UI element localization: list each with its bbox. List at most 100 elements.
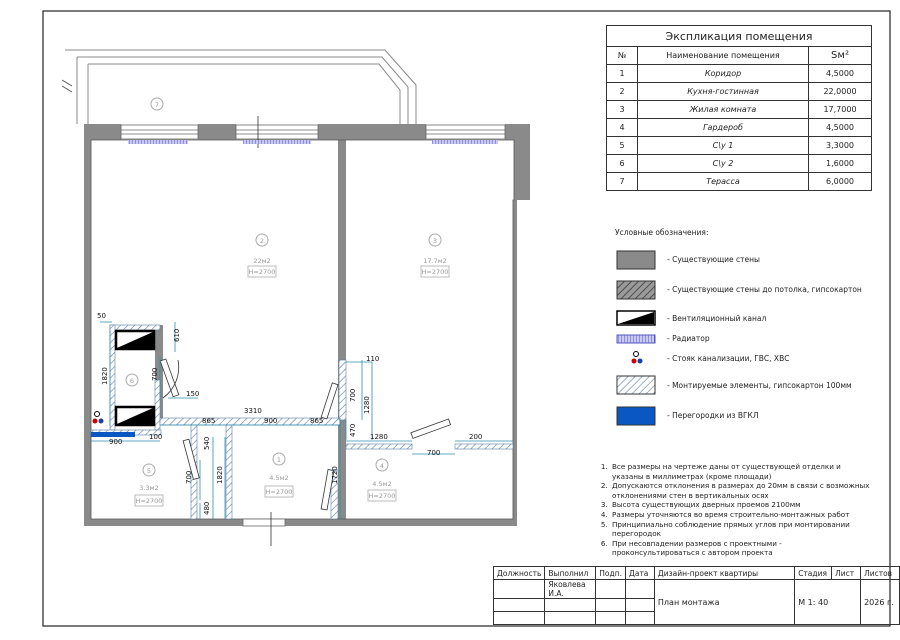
legend-label: - Стояк канализации, ГВС, ХВС — [667, 354, 790, 363]
doors — [159, 358, 452, 511]
stamp-stage-label: Стадия — [794, 566, 833, 580]
stamp-empty — [595, 598, 626, 612]
svg-text:H=2700: H=2700 — [422, 268, 449, 276]
row-name: Коридор — [637, 64, 809, 83]
legend-label: - Перегородки из ВГКЛ — [667, 411, 759, 420]
stamp-role-label: Должность — [492, 566, 546, 580]
col-num-header: № — [606, 46, 638, 65]
svg-text:H=2700: H=2700 — [136, 497, 163, 505]
svg-text:150: 150 — [186, 390, 199, 398]
row-name: Кухня-гостинная — [637, 82, 809, 101]
row-area: 6,0000 — [808, 172, 872, 191]
svg-text:1720: 1720 — [331, 466, 339, 484]
terrace — [61, 49, 417, 124]
stamp-scale: М 1: 40 — [794, 579, 862, 625]
legend-item: - Существующие стены — [615, 255, 760, 264]
room-tag-4: 4 4.5м2 H=2700 — [367, 458, 397, 502]
row-num: 2 — [606, 82, 638, 101]
legend-label: - Существующие стены до потолка, гипсока… — [667, 285, 862, 294]
room-tag-2: 2 22м2 H=2700 — [247, 233, 277, 278]
svg-text:110: 110 — [366, 355, 379, 363]
legend-label: - Монтируемые элементы, гипсокартон 100м… — [667, 381, 852, 390]
row-num: 7 — [606, 172, 638, 191]
note-item: Все размеры на чертеже даны от существую… — [610, 462, 870, 481]
svg-text:3.3м2: 3.3м2 — [139, 484, 158, 492]
svg-text:865: 865 — [310, 417, 323, 425]
row-area: 4,5000 — [808, 64, 872, 83]
row-num: 3 — [606, 100, 638, 119]
legend-title: Условные обозначения: — [615, 228, 709, 237]
legend-item: - Монтируемые элементы, гипсокартон 100м… — [615, 381, 852, 390]
stamp-empty — [492, 611, 546, 625]
svg-text:3: 3 — [433, 237, 437, 245]
stamp-empty — [624, 579, 655, 599]
svg-text:2: 2 — [260, 237, 264, 245]
stamp-sheet-label: Лист — [831, 566, 862, 580]
note-item: Размеры уточняются во время строительно-… — [610, 510, 870, 520]
svg-text:700: 700 — [349, 389, 357, 402]
note-item: При несовпадении размеров с проектными -… — [610, 539, 870, 558]
row-num: 5 — [606, 136, 638, 155]
svg-text:100: 100 — [149, 433, 162, 441]
explication-table: Экспликация помещения № Наименование пом… — [606, 25, 872, 191]
stamp-sign-label: Подп. — [595, 566, 626, 580]
svg-text:610: 610 — [173, 329, 181, 342]
svg-text:5: 5 — [147, 467, 151, 475]
stamp-empty — [624, 611, 655, 625]
stamp-empty — [492, 579, 546, 599]
wall-outlines — [90, 139, 515, 520]
legend-item: - Радиатор — [615, 334, 710, 343]
svg-text:H=2700: H=2700 — [369, 492, 396, 500]
col-name-header: Наименование помещения — [637, 46, 809, 65]
svg-text:540: 540 — [203, 437, 211, 450]
stamp-empty — [544, 598, 597, 612]
row-area: 22,0000 — [808, 82, 872, 101]
dimension-labels: 50 610 1820 700 150 865 3310 900 865 110… — [97, 312, 482, 515]
vent-channels — [114, 329, 156, 427]
room-tag-7: 7 — [150, 97, 164, 111]
svg-text:1820: 1820 — [216, 466, 224, 484]
row-name: Жилая комната — [637, 100, 809, 119]
room-tag-5: 5 3.3м2 H=2700 — [134, 463, 164, 507]
existing-walls — [84, 124, 530, 526]
svg-text:50: 50 — [97, 312, 106, 320]
svg-text:7: 7 — [155, 101, 159, 109]
svg-text:6: 6 — [130, 377, 134, 385]
row-name: Гардероб — [637, 118, 809, 137]
row-area: 4,5000 — [808, 118, 872, 137]
row-name: С\у 2 — [637, 154, 809, 173]
svg-text:1820: 1820 — [101, 367, 109, 385]
row-area: 17,7000 — [808, 100, 872, 119]
svg-text:1280: 1280 — [370, 433, 388, 441]
stamp-empty — [544, 611, 597, 625]
svg-text:1: 1 — [277, 456, 281, 464]
svg-text:H=2700: H=2700 — [249, 268, 276, 276]
legend-swatches — [616, 250, 656, 426]
row-num: 4 — [606, 118, 638, 137]
note-item: Допускаются отклонения в размерах до 20м… — [610, 481, 870, 500]
svg-text:4: 4 — [380, 462, 384, 470]
notes-list: Все размеры на чертеже даны от существую… — [596, 462, 870, 558]
note-item: Принципиально соблюдение прямых углов пр… — [610, 520, 870, 539]
svg-text:700: 700 — [151, 368, 159, 381]
stamp-year: 2026 г. — [860, 579, 900, 625]
stamp-author-label: Выполнил — [544, 566, 597, 580]
stamp-sheets-label: Листов — [860, 566, 900, 580]
svg-text:1280: 1280 — [363, 396, 371, 414]
stamp-author-name: Яковлева И.А. — [544, 579, 597, 599]
row-area: 1,6000 — [808, 154, 872, 173]
svg-text:700: 700 — [427, 449, 440, 457]
room-tag-1: 1 4.5м2 H=2700 — [264, 452, 294, 498]
row-area: 3,3000 — [808, 136, 872, 155]
stamp-empty — [624, 598, 655, 612]
room-tag-6: 6 — [125, 373, 139, 387]
svg-text:480: 480 — [203, 502, 211, 515]
room-tag-3: 3 17.7м2 H=2700 — [420, 233, 450, 278]
